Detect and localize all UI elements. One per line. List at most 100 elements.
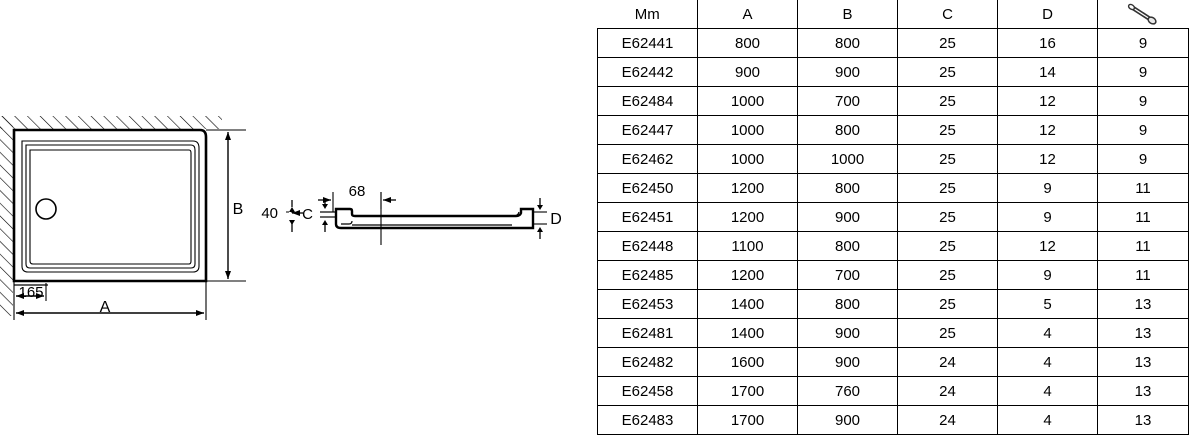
dd-arrowhead-bottom bbox=[537, 227, 543, 232]
cell-screw: 13 bbox=[1097, 405, 1189, 435]
cell-c: 24 bbox=[897, 347, 998, 377]
cell-screw: 9 bbox=[1097, 144, 1189, 174]
cell-a: 1100 bbox=[697, 231, 798, 261]
label-68: 68 bbox=[349, 183, 366, 200]
cell-a: 1200 bbox=[697, 260, 798, 290]
cell-a: 1600 bbox=[697, 347, 798, 377]
cell-screw: 9 bbox=[1097, 28, 1189, 58]
cell-screw: 11 bbox=[1097, 202, 1189, 232]
cell-screw: 11 bbox=[1097, 231, 1189, 261]
cell-c: 25 bbox=[897, 28, 998, 58]
cell-a: 1700 bbox=[697, 405, 798, 435]
column-header-c: C bbox=[897, 0, 998, 29]
plan-view-group bbox=[0, 116, 246, 320]
column-header-screw bbox=[1097, 0, 1189, 29]
cell-d: 12 bbox=[997, 115, 1098, 145]
cell-c: 25 bbox=[897, 231, 998, 261]
d40-arrowhead-top bbox=[289, 207, 295, 212]
cell-model: E62485 bbox=[597, 260, 698, 290]
cell-model: E62447 bbox=[597, 115, 698, 145]
cell-model: E62484 bbox=[597, 86, 698, 116]
cell-screw: 9 bbox=[1097, 57, 1189, 87]
cell-a: 1400 bbox=[697, 289, 798, 319]
cell-screw: 13 bbox=[1097, 376, 1189, 406]
cell-model: E62482 bbox=[597, 347, 698, 377]
cell-model: E62481 bbox=[597, 318, 698, 348]
cell-b: 900 bbox=[797, 57, 898, 87]
tray-rim-line-2 bbox=[25, 144, 196, 269]
cell-d: 9 bbox=[997, 173, 1098, 203]
cell-b: 1000 bbox=[797, 144, 898, 174]
column-header-a: A bbox=[697, 0, 798, 29]
tray-outer-outline bbox=[12, 128, 208, 283]
cell-d: 14 bbox=[997, 57, 1098, 87]
section-inner-line-right bbox=[512, 211, 520, 217]
cell-model: E62462 bbox=[597, 144, 698, 174]
cell-screw: 9 bbox=[1097, 115, 1189, 145]
cell-a: 1700 bbox=[697, 376, 798, 406]
label-40: 40 bbox=[261, 205, 278, 222]
cell-a: 1000 bbox=[697, 144, 798, 174]
cell-d: 12 bbox=[997, 86, 1098, 116]
specification-table: Mm A B C D E624 bbox=[597, 0, 1189, 435]
cell-a: 1000 bbox=[697, 115, 798, 145]
cell-c: 24 bbox=[897, 376, 998, 406]
cell-d: 4 bbox=[997, 318, 1098, 348]
cell-model: E62441 bbox=[597, 28, 698, 58]
cell-d: 9 bbox=[997, 202, 1098, 232]
label-D: D bbox=[550, 211, 562, 228]
cell-c: 25 bbox=[897, 86, 998, 116]
drawing-canvas: B A 165 40 C 68 D bbox=[0, 116, 562, 320]
cell-b: 900 bbox=[797, 202, 898, 232]
section-view-group bbox=[286, 192, 547, 245]
cell-b: 800 bbox=[797, 173, 898, 203]
screw-icon bbox=[1128, 3, 1157, 25]
tray-rim-line-3 bbox=[29, 149, 192, 265]
cell-d: 12 bbox=[997, 144, 1098, 174]
label-165: 165 bbox=[18, 284, 43, 301]
drain-hole-icon bbox=[35, 198, 57, 220]
cell-model: E62451 bbox=[597, 202, 698, 232]
cell-model: E62483 bbox=[597, 405, 698, 435]
cell-c: 25 bbox=[897, 144, 998, 174]
cell-d: 12 bbox=[997, 231, 1098, 261]
cell-b: 900 bbox=[797, 405, 898, 435]
label-C: C bbox=[302, 206, 313, 223]
label-A: A bbox=[100, 299, 111, 316]
cell-c: 25 bbox=[897, 57, 998, 87]
technical-drawings: B A 165 40 C 68 D bbox=[0, 0, 575, 427]
cell-model: E62442 bbox=[597, 57, 698, 87]
cell-model: E62453 bbox=[597, 289, 698, 319]
cell-d: 4 bbox=[997, 347, 1098, 377]
column-header-b: B bbox=[797, 0, 898, 29]
column-header-d: D bbox=[997, 0, 1098, 29]
label-B: B bbox=[233, 201, 244, 218]
cell-b: 760 bbox=[797, 376, 898, 406]
cell-screw: 13 bbox=[1097, 289, 1189, 319]
cell-c: 25 bbox=[897, 202, 998, 232]
d40-arrowhead-bottom bbox=[289, 220, 295, 225]
column-header-unit: Mm bbox=[597, 0, 698, 29]
cell-b: 800 bbox=[797, 289, 898, 319]
table-header-row: Mm A B C D bbox=[597, 0, 1189, 29]
dd-arrowhead-top bbox=[537, 205, 543, 210]
cell-c: 25 bbox=[897, 289, 998, 319]
specification-table-container: Mm A B C D E624 bbox=[597, 0, 1189, 435]
cell-model: E62448 bbox=[597, 231, 698, 261]
